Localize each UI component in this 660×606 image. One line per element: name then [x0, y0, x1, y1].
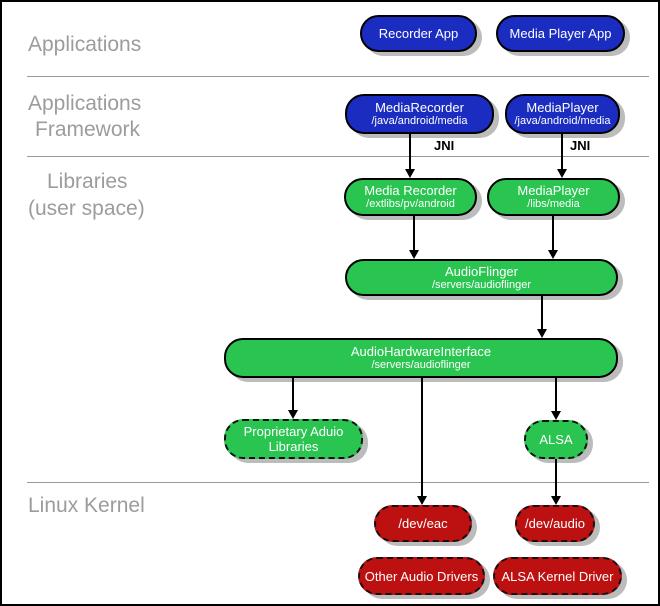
node-label: /dev/audio — [525, 516, 585, 531]
edge-ahi-deveac-line — [421, 378, 423, 496]
node-recorder-app: Recorder App — [360, 15, 477, 52]
node-label: Media Recorder — [364, 183, 457, 198]
node-audioflinger: AudioFlinger /servers/audioflinger — [345, 259, 618, 296]
layer-label-framework-line1: Applications — [28, 92, 142, 115]
node-label: MediaRecorder — [375, 100, 464, 115]
node-other-audio-drivers: Other Audio Drivers — [358, 557, 485, 595]
arrow-down-icon — [288, 410, 298, 419]
layer-label-linux-kernel: Linux Kernel — [28, 494, 145, 517]
edge-mediarecorder-audioflinger-line — [413, 216, 415, 250]
node-alsa: ALSA — [524, 420, 588, 459]
arrow-down-icon — [551, 411, 561, 420]
edge-mediaplayer-jni-line — [561, 134, 563, 169]
node-alsa-kernel-driver: ALSA Kernel Driver — [493, 557, 622, 595]
edge-mediarecorder-jni-line — [409, 134, 411, 169]
node-label: ALSA Kernel Driver — [501, 568, 614, 584]
node-dev-audio: /dev/audio — [515, 505, 595, 542]
node-mediarecorder-framework: MediaRecorder /java/android/media — [345, 94, 494, 134]
divider-framework-libraries — [27, 156, 649, 157]
arrow-down-icon — [417, 496, 427, 505]
node-path: /java/android/media — [514, 115, 611, 127]
node-proprietary-audio-libraries: Proprietary Aduio Libraries — [224, 419, 363, 459]
node-label: Other Audio Drivers — [364, 568, 479, 584]
node-path: /libs/media — [527, 198, 580, 210]
edge-label-jni-left: JNI — [434, 138, 455, 153]
node-dev-eac: /dev/eac — [374, 505, 472, 542]
node-media-recorder-lib: Media Recorder /extlibs/pv/android — [344, 178, 477, 216]
arrow-down-icon — [405, 169, 415, 178]
edge-label-jni-right: JNI — [570, 138, 591, 153]
edge-ahi-alsa-line — [555, 378, 557, 411]
node-path: /extlibs/pv/android — [366, 198, 455, 210]
node-label: Proprietary Aduio Libraries — [243, 424, 344, 454]
node-label: /dev/eac — [398, 516, 448, 531]
node-label: Media Player App — [509, 26, 612, 41]
node-label: MediaPlayer — [517, 183, 590, 198]
node-mediaplayer-framework: MediaPlayer /java/android/media — [505, 94, 620, 134]
edge-alsa-devaudio-line — [555, 459, 557, 496]
arrow-down-icon — [537, 329, 547, 338]
arrow-down-icon — [551, 496, 561, 505]
arrow-down-icon — [557, 169, 567, 178]
node-label: AudioHardwareInterface — [350, 344, 492, 359]
node-media-player-app: Media Player App — [496, 15, 625, 52]
node-label: ALSA — [539, 432, 573, 447]
node-label: Recorder App — [378, 26, 459, 41]
divider-libraries-kernel — [27, 482, 649, 483]
arrow-down-icon — [548, 250, 558, 259]
node-path: /servers/audioflinger — [371, 359, 471, 371]
node-audio-hardware-interface: AudioHardwareInterface /servers/audiofli… — [224, 338, 618, 378]
arrow-down-icon — [409, 250, 419, 259]
node-path: /servers/audioflinger — [431, 278, 532, 291]
node-mediaplayer-lib: MediaPlayer /libs/media — [487, 178, 620, 216]
edge-audioflinger-ahi-line — [541, 296, 543, 329]
divider-applications-framework — [27, 76, 649, 77]
edge-mediaplayer-audioflinger-line — [552, 216, 554, 250]
edge-ahi-proprietary-line — [292, 378, 294, 410]
node-label: MediaPlayer — [526, 100, 599, 115]
layer-label-framework-line2: Framework — [35, 118, 141, 141]
layer-label-libraries-line2: (user space) — [28, 197, 145, 220]
layer-label-libraries-line1: Libraries — [47, 170, 128, 193]
node-label: AudioFlinger — [445, 263, 518, 279]
node-path: /java/android/media — [371, 115, 468, 127]
layer-label-applications: Applications — [28, 33, 142, 56]
